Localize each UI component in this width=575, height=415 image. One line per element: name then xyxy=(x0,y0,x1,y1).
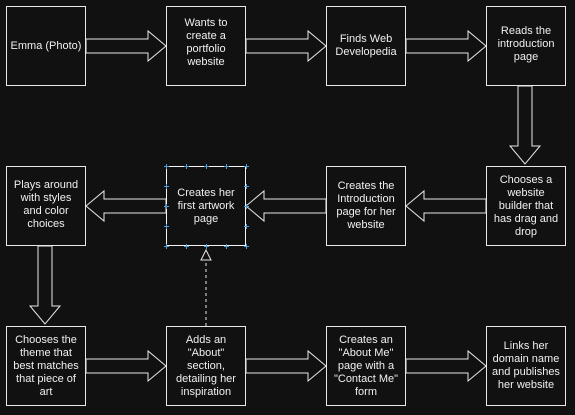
node-links-domain-publishes[interactable]: Links her domain name and publishes her … xyxy=(486,326,566,406)
resize-handle[interactable] xyxy=(244,164,249,169)
node-wants-portfolio[interactable]: Wants to create a portfolio website xyxy=(166,6,246,86)
resize-handle[interactable] xyxy=(164,204,169,209)
resize-handle[interactable] xyxy=(204,164,209,169)
arrow-n3-n4[interactable] xyxy=(405,29,487,63)
arrow-n7-n8[interactable] xyxy=(85,189,167,223)
arrow-n2-n3[interactable] xyxy=(245,29,327,63)
node-emma-photo[interactable]: Emma (Photo) xyxy=(6,6,86,86)
node-finds-web-developedia[interactable]: Finds Web Developedia xyxy=(326,6,406,86)
resize-handle[interactable] xyxy=(204,244,209,249)
node-creates-about-me-page[interactable]: Creates an "About Me" page with a "Conta… xyxy=(326,326,406,406)
resize-handle[interactable] xyxy=(164,244,169,249)
arrow-n10-n11[interactable] xyxy=(245,349,327,383)
node-plays-with-styles[interactable]: Plays around with styles and color choic… xyxy=(6,166,86,246)
arrow-n1-n2[interactable] xyxy=(85,29,167,63)
dashed-connector-arrowhead xyxy=(200,248,212,261)
resize-handle[interactable] xyxy=(164,224,169,229)
arrow-n4-n5[interactable] xyxy=(508,85,542,165)
node-chooses-theme[interactable]: Chooses the theme that best matches that… xyxy=(6,326,86,406)
resize-handle[interactable] xyxy=(184,244,189,249)
arrow-n6-n7[interactable] xyxy=(245,189,327,223)
resize-handle[interactable] xyxy=(164,184,169,189)
arrow-n11-n12[interactable] xyxy=(405,349,487,383)
arrow-n5-n6[interactable] xyxy=(405,189,487,223)
resize-handle[interactable] xyxy=(244,204,249,209)
node-adds-about-section[interactable]: Adds an "About" section, detailing her i… xyxy=(166,326,246,406)
resize-handle[interactable] xyxy=(224,164,229,169)
node-creates-artwork-page[interactable]: Creates her first artwork page xyxy=(166,166,246,246)
resize-handle[interactable] xyxy=(184,164,189,169)
resize-handle[interactable] xyxy=(244,224,249,229)
arrow-n9-n10[interactable] xyxy=(85,349,167,383)
node-creates-introduction-page[interactable]: Creates the Introduction page for her we… xyxy=(326,166,406,246)
resize-handle[interactable] xyxy=(244,244,249,249)
node-reads-introduction[interactable]: Reads the introduction page xyxy=(486,6,566,86)
resize-handle[interactable] xyxy=(224,244,229,249)
node-chooses-website-builder[interactable]: Chooses a website builder that has drag … xyxy=(486,166,566,246)
resize-handle[interactable] xyxy=(244,184,249,189)
arrow-n8-n9[interactable] xyxy=(28,245,62,325)
resize-handle[interactable] xyxy=(164,164,169,169)
